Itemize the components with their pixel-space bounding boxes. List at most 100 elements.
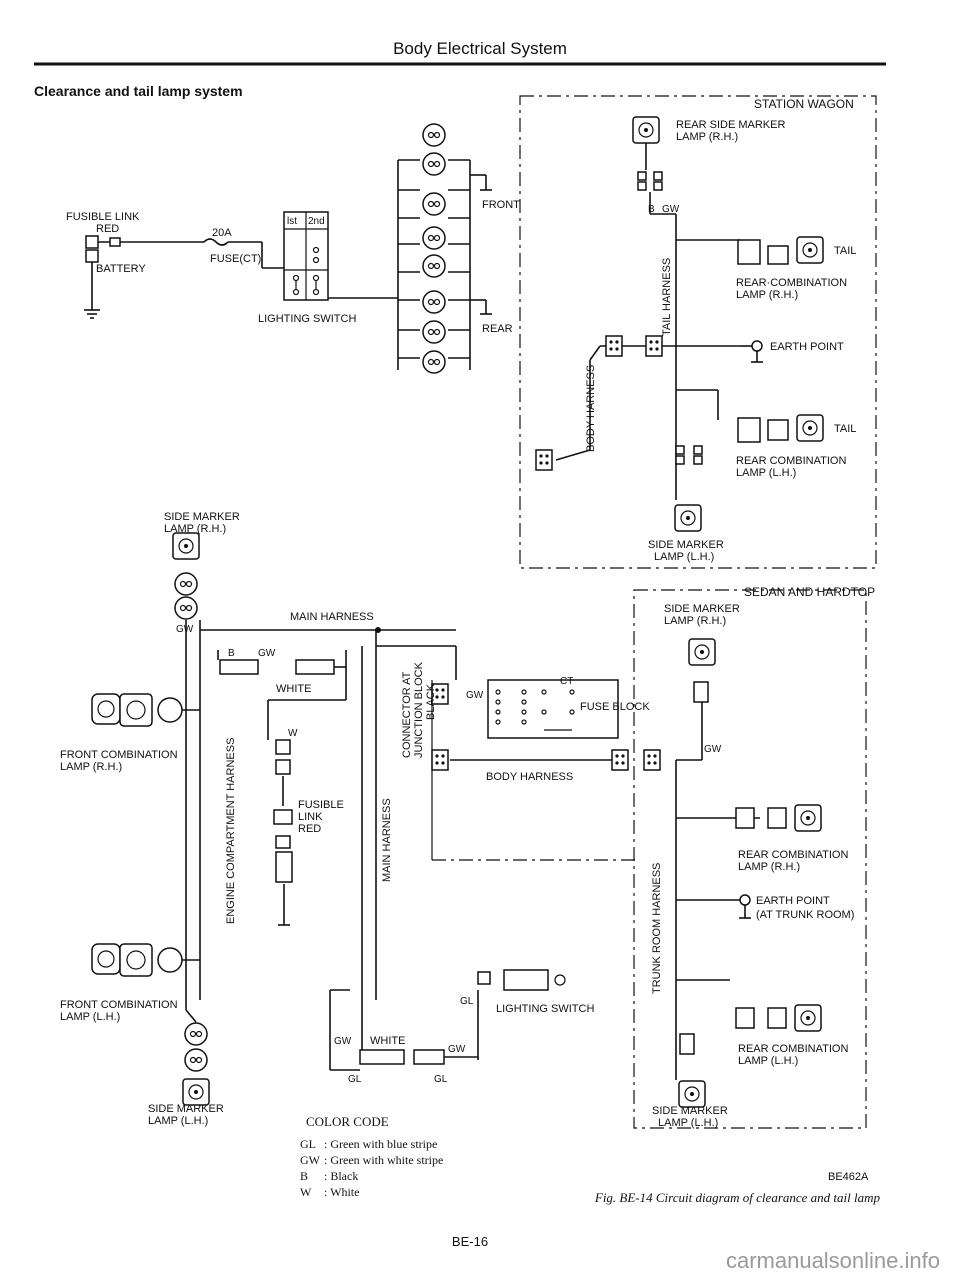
color-code-2-desc: : Black: [324, 1169, 358, 1183]
fuse-block-label: FUSE BLOCK: [580, 701, 650, 713]
black-label: BLACK: [425, 683, 437, 720]
ct-label: CT: [560, 676, 573, 687]
side-marker-rh-label-2: LAMP (R.H.): [164, 523, 226, 535]
diagram-labels: Body Electrical System Clearance and tai…: [34, 39, 875, 1129]
eng-comp-harness-label: ENGINE COMPARTMENT HARNESS: [225, 738, 237, 924]
watermark: carmanualsonline.info: [726, 1248, 940, 1273]
front-label: FRONT: [482, 199, 520, 211]
wagon-side-rh-label-2: LAMP (R.H.): [676, 131, 738, 143]
sedan-title: SEDAN AND HARDTOP: [744, 585, 875, 599]
sedan-rear-comb-rh-label: REAR COMBINATION: [738, 849, 848, 861]
fuse-block: [487, 679, 619, 739]
side-marker-rh-label: SIDE MARKER: [164, 511, 240, 523]
battery-label: BATTERY: [96, 263, 146, 275]
wire-gw-label-4: GW: [334, 1036, 352, 1047]
switch-1st-label: lst: [287, 216, 297, 227]
main-harness-label: MAIN HARNESS: [290, 611, 374, 623]
sedan-rear-comb-lh-label-2: LAMP (L.H.): [738, 1055, 798, 1067]
wire-b-label: B: [228, 648, 235, 659]
sedan-rear-comb-rh-label-2: LAMP (R.H.): [738, 861, 800, 873]
power-supply-circuit: [84, 235, 284, 319]
amp-20-label: 20A: [212, 227, 232, 239]
wire-gw-gl-label: GL: [460, 996, 474, 1007]
wire-gw-label-3: GW: [466, 690, 484, 701]
side-marker-lh-label: SIDE MARKER: [148, 1103, 224, 1115]
red-label-2: RED: [298, 823, 321, 835]
junction-block-label: JUNCTION BLOCK: [413, 661, 425, 758]
wire-gl-label: GL: [348, 1074, 362, 1085]
wire-gw-label: GW: [176, 624, 194, 635]
earth-point-2-label: EARTH POINT: [756, 895, 830, 907]
fuse-ct-label: FUSE(CT): [210, 253, 261, 265]
lamp-ladder: [397, 123, 492, 374]
lower-lighting-switch: [329, 969, 566, 1071]
switch-2nd-label: 2nd: [308, 216, 325, 227]
color-code-0-code: GL: [300, 1137, 316, 1151]
white-label: WHITE: [276, 683, 311, 695]
figure-ref: BE462A: [828, 1171, 869, 1183]
color-code-1-code: GW: [300, 1153, 321, 1167]
sedan-side-rh-label: SIDE MARKER: [664, 603, 740, 615]
wagon-rear-comb-lh-label: REAR COMBINATION: [736, 455, 846, 467]
body-harness-label: BODY HARNESS: [486, 771, 573, 783]
wagon-side-lh-label: SIDE MARKER: [648, 539, 724, 551]
sedan-wire-gw: GW: [704, 744, 722, 755]
wagon-wire-gw: GW: [662, 204, 680, 215]
tail-harness-label: TAIL HARNESS: [661, 258, 673, 336]
wire-gw-label-2: GW: [258, 648, 276, 659]
tail-label: TAIL: [834, 245, 856, 257]
lighting-switch-label: LIGHTING SWITCH: [258, 313, 356, 325]
fusible-link-label: FUSIBLE LINK: [66, 211, 140, 223]
sedan-rear-comb-lh-label: REAR COMBINATION: [738, 1043, 848, 1055]
color-code-1-desc: : Green with white stripe: [324, 1153, 443, 1167]
color-code-2-code: B: [300, 1169, 308, 1183]
sedan-side-lh-label-2: LAMP (L.H.): [658, 1117, 718, 1129]
sedan-side-lh-label: SIDE MARKER: [652, 1105, 728, 1117]
trunk-room-harness-label: TRUNK ROOM HARNESS: [651, 863, 663, 994]
sedan-hardtop-section: [633, 589, 867, 1129]
earth-point-label: EARTH POINT: [770, 341, 844, 353]
link-label: LINK: [298, 811, 323, 823]
rear-label: REAR: [482, 323, 513, 335]
front-comb-lh-label-2: LAMP (L.H.): [60, 1011, 120, 1023]
wagon-wire-b: B: [648, 204, 655, 215]
front-comb-rh-label: FRONT COMBINATION: [60, 749, 178, 761]
wagon-side-rh-label: REAR SIDE MARKER: [676, 119, 785, 131]
lighting-switch: [283, 211, 329, 301]
wagon-body-harness-label: BODY HARNESS: [585, 365, 597, 452]
at-trunk-room-label: (AT TRUNK ROOM): [756, 909, 854, 921]
figure-caption: Fig. BE-14 Circuit diagram of clearance …: [594, 1190, 881, 1205]
white-bottom-label: WHITE: [370, 1035, 405, 1047]
color-code-title: COLOR CODE: [306, 1114, 389, 1129]
sedan-side-rh-label-2: LAMP (R.H.): [664, 615, 726, 627]
connector-block-label: CONNECTOR AT: [401, 671, 413, 758]
wagon-rear-comb-rh-label-2: LAMP (R.H.): [736, 289, 798, 301]
wire-gw-label-5: GW: [448, 1044, 466, 1055]
side-marker-lh-label-2: LAMP (L.H.): [148, 1115, 208, 1127]
station-wagon-section: [519, 95, 877, 569]
wagon-rear-comb-rh-label: REAR·COMBINATION: [736, 277, 847, 289]
fusible-label: FUSIBLE: [298, 799, 344, 811]
front-left-circuit: [91, 532, 210, 1106]
main-harness-center: [200, 627, 661, 1050]
section-title: Clearance and tail lamp system: [34, 83, 243, 99]
red-label: RED: [96, 223, 119, 235]
page-number: BE-16: [452, 1234, 488, 1249]
main-harness-vertical-label: MAIN HARNESS: [381, 798, 393, 882]
color-code-3-code: W: [300, 1185, 312, 1199]
color-code-3-desc: : White: [324, 1185, 359, 1199]
station-wagon-title: STATION WAGON: [754, 97, 854, 111]
front-comb-lh-label: FRONT COMBINATION: [60, 999, 178, 1011]
wire-w-label: W: [288, 728, 298, 739]
color-code-legend: COLOR CODE GL : Green with blue stripe G…: [300, 1114, 443, 1199]
page-title: Body Electrical System: [393, 39, 567, 58]
wagon-side-lh-label-2: LAMP (L.H.): [654, 551, 714, 563]
wire-gl-label-2: GL: [434, 1074, 448, 1085]
tail-label-2: TAIL: [834, 423, 856, 435]
color-code-0-desc: : Green with blue stripe: [324, 1137, 437, 1151]
wagon-rear-comb-lh-label-2: LAMP (L.H.): [736, 467, 796, 479]
front-comb-rh-label-2: LAMP (R.H.): [60, 761, 122, 773]
lighting-switch-2-label: LIGHTING SWITCH: [496, 1003, 594, 1015]
